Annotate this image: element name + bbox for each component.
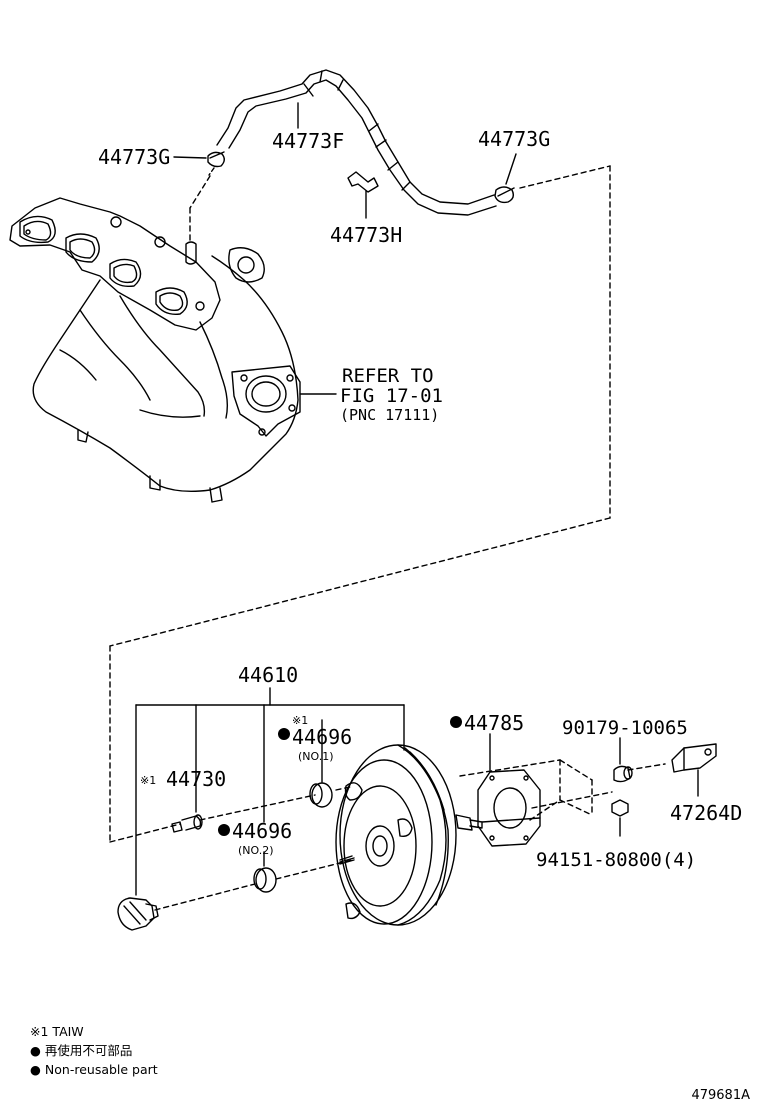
- legend-note-jp-text: 再使用不可部品: [44, 1043, 133, 1058]
- label-grommet-no2-sub: (NO.2): [238, 844, 274, 857]
- grommet-no1: [309, 782, 333, 808]
- clevis: [671, 743, 717, 773]
- grommet-no2: [253, 867, 277, 893]
- legend-note-jp: ● 再使用不可部品: [30, 1041, 158, 1060]
- hose-clip: [347, 171, 379, 193]
- legend-note-taiw: ※1 TAIW: [30, 1024, 84, 1039]
- label-hose-clamp-left: 44773G: [98, 145, 170, 169]
- label-hose: 44773F: [272, 129, 344, 153]
- label-grommet-no1-mark: ※1: [292, 714, 308, 727]
- label-check-valve-mark: ※1: [140, 774, 156, 787]
- nut: [611, 799, 629, 817]
- elbow-fitting: [117, 897, 159, 931]
- label-hose-clip: 44773H: [330, 223, 402, 247]
- legend: ※1 TAIW ● 再使用不可部品 ● Non-reusable part: [30, 1022, 158, 1079]
- legend-note-en: ● Non-reusable part: [30, 1060, 158, 1079]
- label-grommet-no2: 44696: [232, 819, 292, 843]
- legend-note-en-text: Non-reusable part: [44, 1062, 158, 1077]
- gasket: [477, 769, 541, 847]
- label-hose-clamp-right: 44773G: [478, 127, 550, 151]
- brake-booster: [335, 744, 541, 926]
- check-valve: [171, 814, 203, 833]
- label-nut: 94151-80800(4): [536, 849, 696, 871]
- leader-lines: [135, 102, 699, 896]
- non-reusable-markers: [218, 716, 462, 836]
- drawing-code: 479681A: [691, 1088, 750, 1103]
- bullet-icon: ●: [30, 1043, 41, 1058]
- label-grommet-no1-sub: (NO.1): [298, 750, 334, 763]
- label-refer-line3: (PNC 17111): [340, 406, 439, 424]
- label-check-valve: 44730: [166, 767, 226, 791]
- label-refer-line1: REFER TO: [342, 365, 434, 387]
- label-gasket: 44785: [464, 711, 524, 735]
- label-clevis: 47264D: [670, 801, 742, 825]
- bullet-icon: ●: [30, 1062, 41, 1077]
- label-refer-line2: FIG 17-01: [340, 385, 443, 407]
- label-pin: 90179-10065: [562, 717, 688, 739]
- label-grommet-no1: 44696: [292, 725, 352, 749]
- label-booster-assy: 44610: [238, 663, 298, 687]
- pin: [613, 765, 633, 783]
- vacuum-hose: [216, 69, 497, 216]
- hose-clamp-right: [494, 186, 515, 204]
- intake-manifold: [9, 197, 301, 503]
- hose-clamp-left: [207, 151, 225, 176]
- dashed-link-lines: [109, 165, 666, 911]
